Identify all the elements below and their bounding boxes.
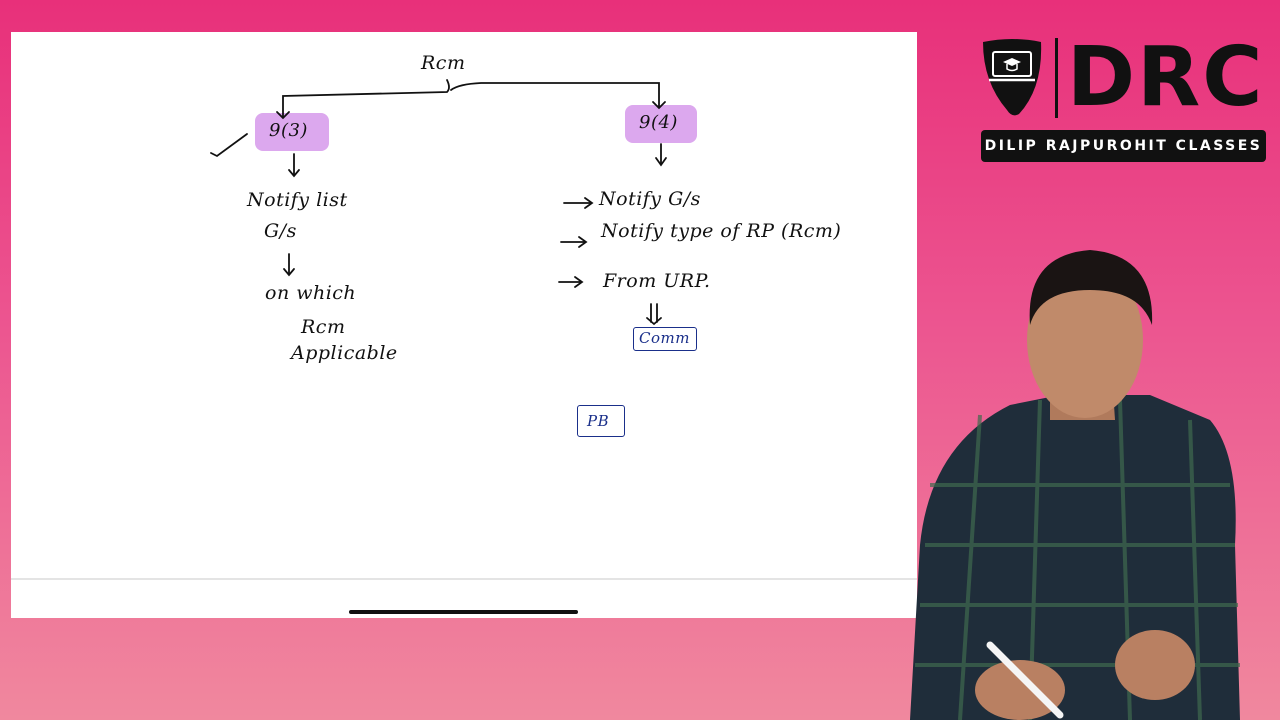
left-line1: Notify list	[247, 189, 348, 211]
left-line3: on which	[265, 282, 357, 304]
whiteboard-canvas[interactable]: Rcm 9(3) Notify list G/s on which Rcm Ap…	[11, 32, 917, 618]
home-indicator[interactable]	[349, 610, 578, 614]
comm-label: Comm	[639, 329, 690, 347]
right-item1: Notify G/s	[599, 188, 701, 210]
logo-divider	[1055, 38, 1058, 118]
logo-brand-text: DRC	[1067, 30, 1265, 125]
logo-tagline: DILIP RAJPUROHIT CLASSES	[981, 130, 1266, 162]
node-9-3-label: 9(3)	[269, 120, 308, 141]
left-line5: Applicable	[291, 342, 398, 364]
drc-logo: DRC DILIP RAJPUROHIT CLASSES	[975, 30, 1270, 169]
left-line4: Rcm	[301, 316, 346, 338]
pb-label: PB	[587, 412, 610, 430]
comm-box	[633, 327, 697, 351]
node-highlight-9-4	[625, 105, 697, 143]
node-highlight-9-3	[255, 113, 329, 151]
left-line2: G/s	[264, 220, 297, 242]
ink-strokes	[210, 79, 667, 326]
shield-laptop-icon	[983, 39, 1042, 116]
node-9-4-label: 9(4)	[639, 112, 678, 133]
whiteboard-bottom-bar	[11, 578, 917, 618]
right-item3: From URP.	[603, 270, 711, 292]
root-rcm-label: Rcm	[421, 52, 466, 74]
pb-box	[577, 405, 625, 437]
right-item2: Notify type of RP (Rcm)	[601, 220, 842, 242]
presenter-image	[910, 250, 1240, 720]
